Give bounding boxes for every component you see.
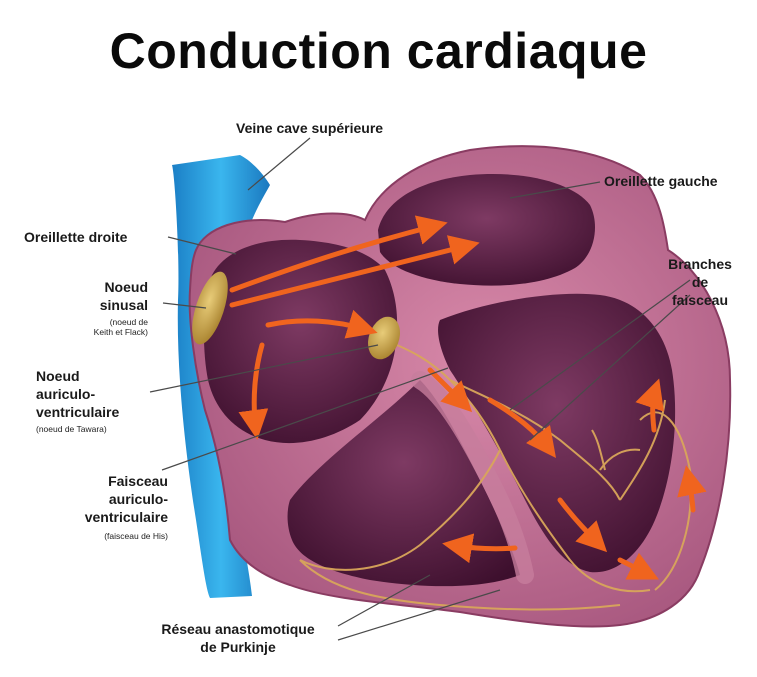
label-veine-cave: Veine cave supérieure [236, 119, 383, 137]
label-oreillette-droite: Oreillette droite [24, 228, 127, 246]
label-noeud-sinusal-note2: Keith et Flack) [40, 327, 148, 337]
label-faisceau-note: (faisceau de His) [50, 531, 168, 541]
label-noeud-av-line2: auriculo- [36, 385, 95, 403]
label-branches-line1: Branches [655, 255, 745, 273]
label-branches-line3: faisceau [655, 291, 745, 309]
label-faisceau-line3: ventriculaire [50, 508, 168, 526]
label-noeud-av-line1: Noeud [36, 367, 80, 385]
label-oreillette-gauche: Oreillette gauche [604, 172, 757, 190]
label-noeud-sinusal-note1: (noeud de [40, 317, 148, 327]
label-noeud-sinusal-line2: sinusal [40, 296, 148, 314]
label-noeud-av-line3: ventriculaire [36, 403, 119, 421]
label-noeud-sinusal-line1: Noeud [40, 278, 148, 296]
label-faisceau-line1: Faisceau [50, 472, 168, 490]
label-reseau-line1: Réseau anastomotique [128, 620, 348, 638]
label-noeud-av-note: (noeud de Tawara) [36, 424, 107, 434]
label-branches-line2: de [655, 273, 745, 291]
label-faisceau-line2: auriculo- [50, 490, 168, 508]
diagram-title: Conduction cardiaque [0, 22, 757, 80]
label-reseau-line2: de Purkinje [128, 638, 348, 656]
